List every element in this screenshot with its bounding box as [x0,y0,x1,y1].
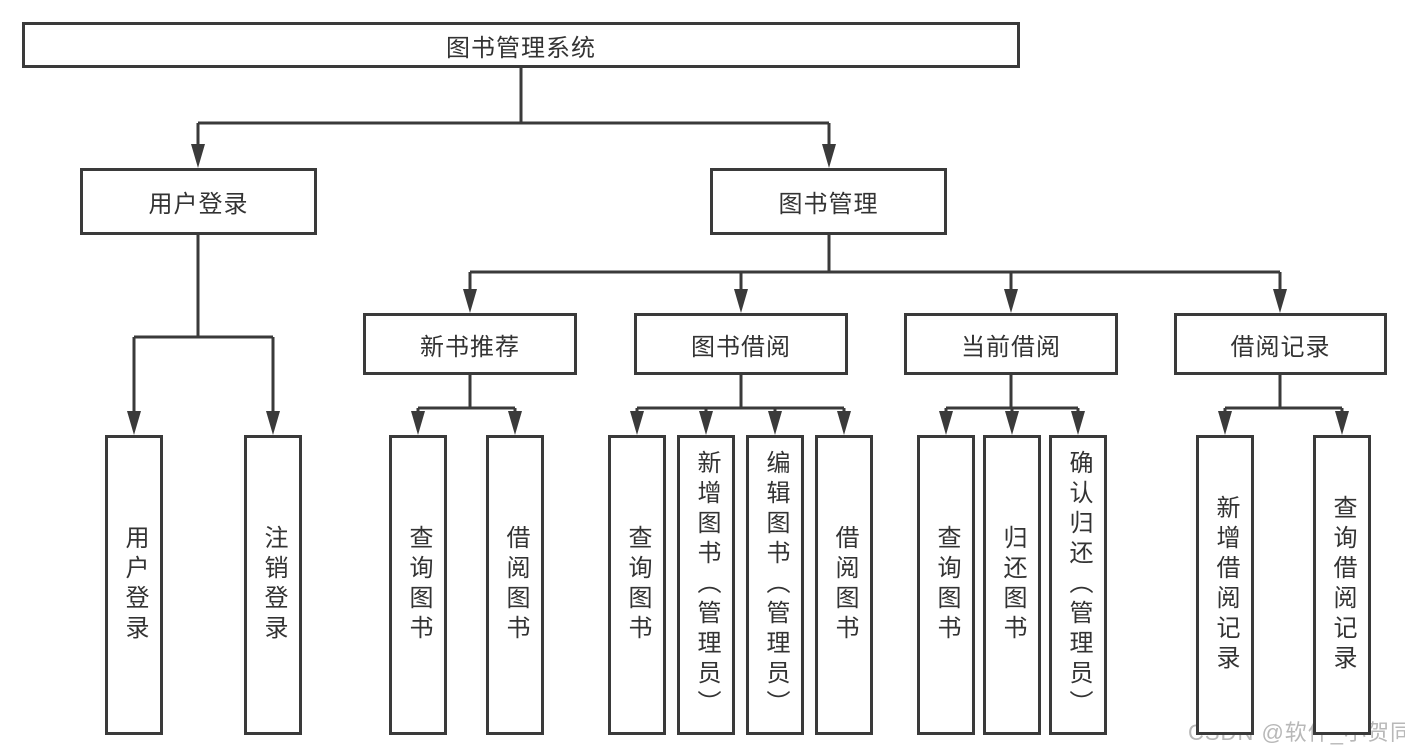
leaf-user-login: 用户登录 [105,435,163,735]
leaf-cb-query-books: 查询图书 [917,435,975,735]
leaf-label: 查询图书 [624,525,651,645]
node-borrowing-records: 借阅记录 [1174,313,1387,375]
node-label: 借阅记录 [1230,333,1331,361]
node-label: 图书借阅 [691,333,791,361]
leaf-bb-edit-books-admin: 编辑图书（管理员） [746,435,804,735]
leaf-cb-return-books: 归还图书 [983,435,1041,735]
leaf-label: 确认归还（管理员） [1065,450,1092,720]
leaf-label: 注销登录 [260,525,287,645]
leaf-label: 归还图书 [999,525,1026,645]
node-book-management: 图书管理 [710,168,947,235]
leaf-br-add-borrow-record: 新增借阅记录 [1196,435,1254,735]
leaf-label: 新增借阅记录 [1212,495,1239,675]
leaf-br-query-borrow-record: 查询借阅记录 [1313,435,1371,735]
leaf-cb-confirm-return-admin: 确认归还（管理员） [1049,435,1107,735]
leaf-label: 借阅图书 [502,525,529,645]
leaf-label: 编辑图书（管理员） [762,450,789,720]
node-user-login: 用户登录 [80,168,317,235]
node-book-borrowing: 图书借阅 [634,313,848,375]
node-label: 图书管理系统 [446,34,596,62]
node-current-borrowing: 当前借阅 [904,313,1118,375]
arrowheads [127,144,1349,435]
node-new-book-recommendation: 新书推荐 [363,313,577,375]
leaf-label: 查询图书 [405,525,432,645]
leaf-bb-query-books: 查询图书 [608,435,666,735]
leaf-label: 查询图书 [933,525,960,645]
leaf-label: 新增图书（管理员） [693,450,720,720]
node-label: 当前借阅 [961,333,1061,361]
node-label: 新书推荐 [420,333,520,361]
leaf-logout: 注销登录 [244,435,302,735]
node-label: 图书管理 [778,191,879,218]
leaf-label: 查询借阅记录 [1329,495,1356,675]
leaf-nbr-borrow-books: 借阅图书 [486,435,544,735]
leaf-label: 借阅图书 [831,525,858,645]
node-library-management-system: 图书管理系统 [22,22,1020,68]
leaf-bb-borrow-books: 借阅图书 [815,435,873,735]
leaf-nbr-query-books: 查询图书 [389,435,447,735]
leaf-label: 用户登录 [121,525,148,645]
leaf-bb-add-books-admin: 新增图书（管理员） [677,435,735,735]
node-label: 用户登录 [148,191,249,218]
